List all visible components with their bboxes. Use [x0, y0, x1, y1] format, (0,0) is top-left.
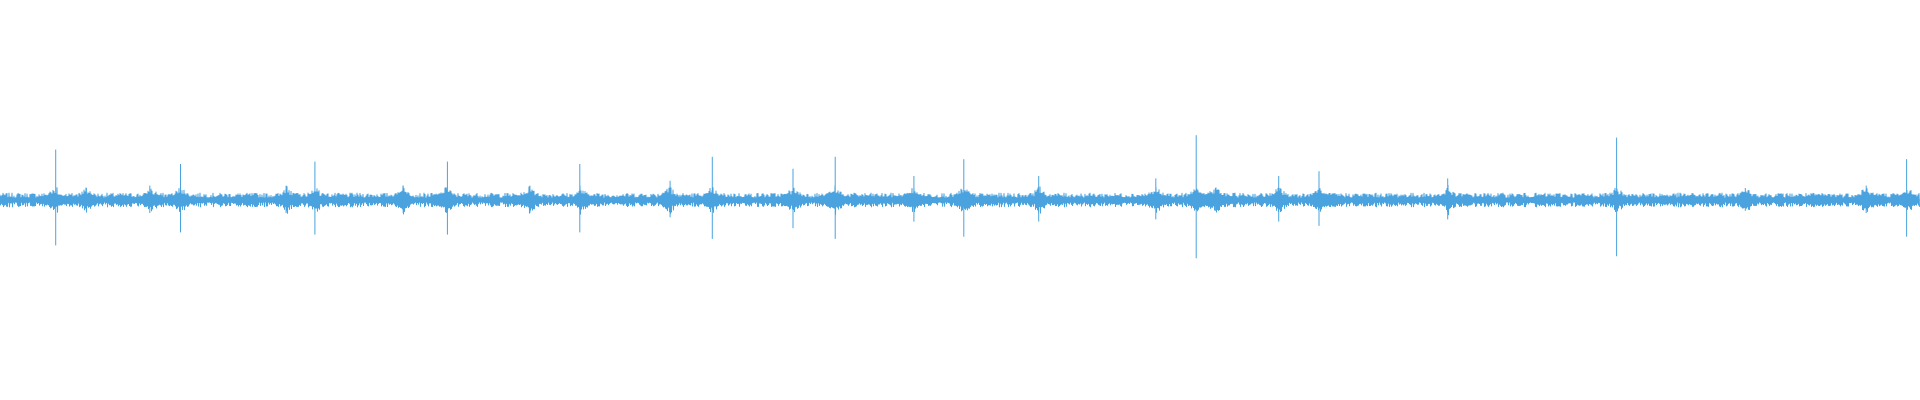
waveform-trace — [0, 184, 1920, 216]
waveform-peaks — [55, 135, 1908, 259]
